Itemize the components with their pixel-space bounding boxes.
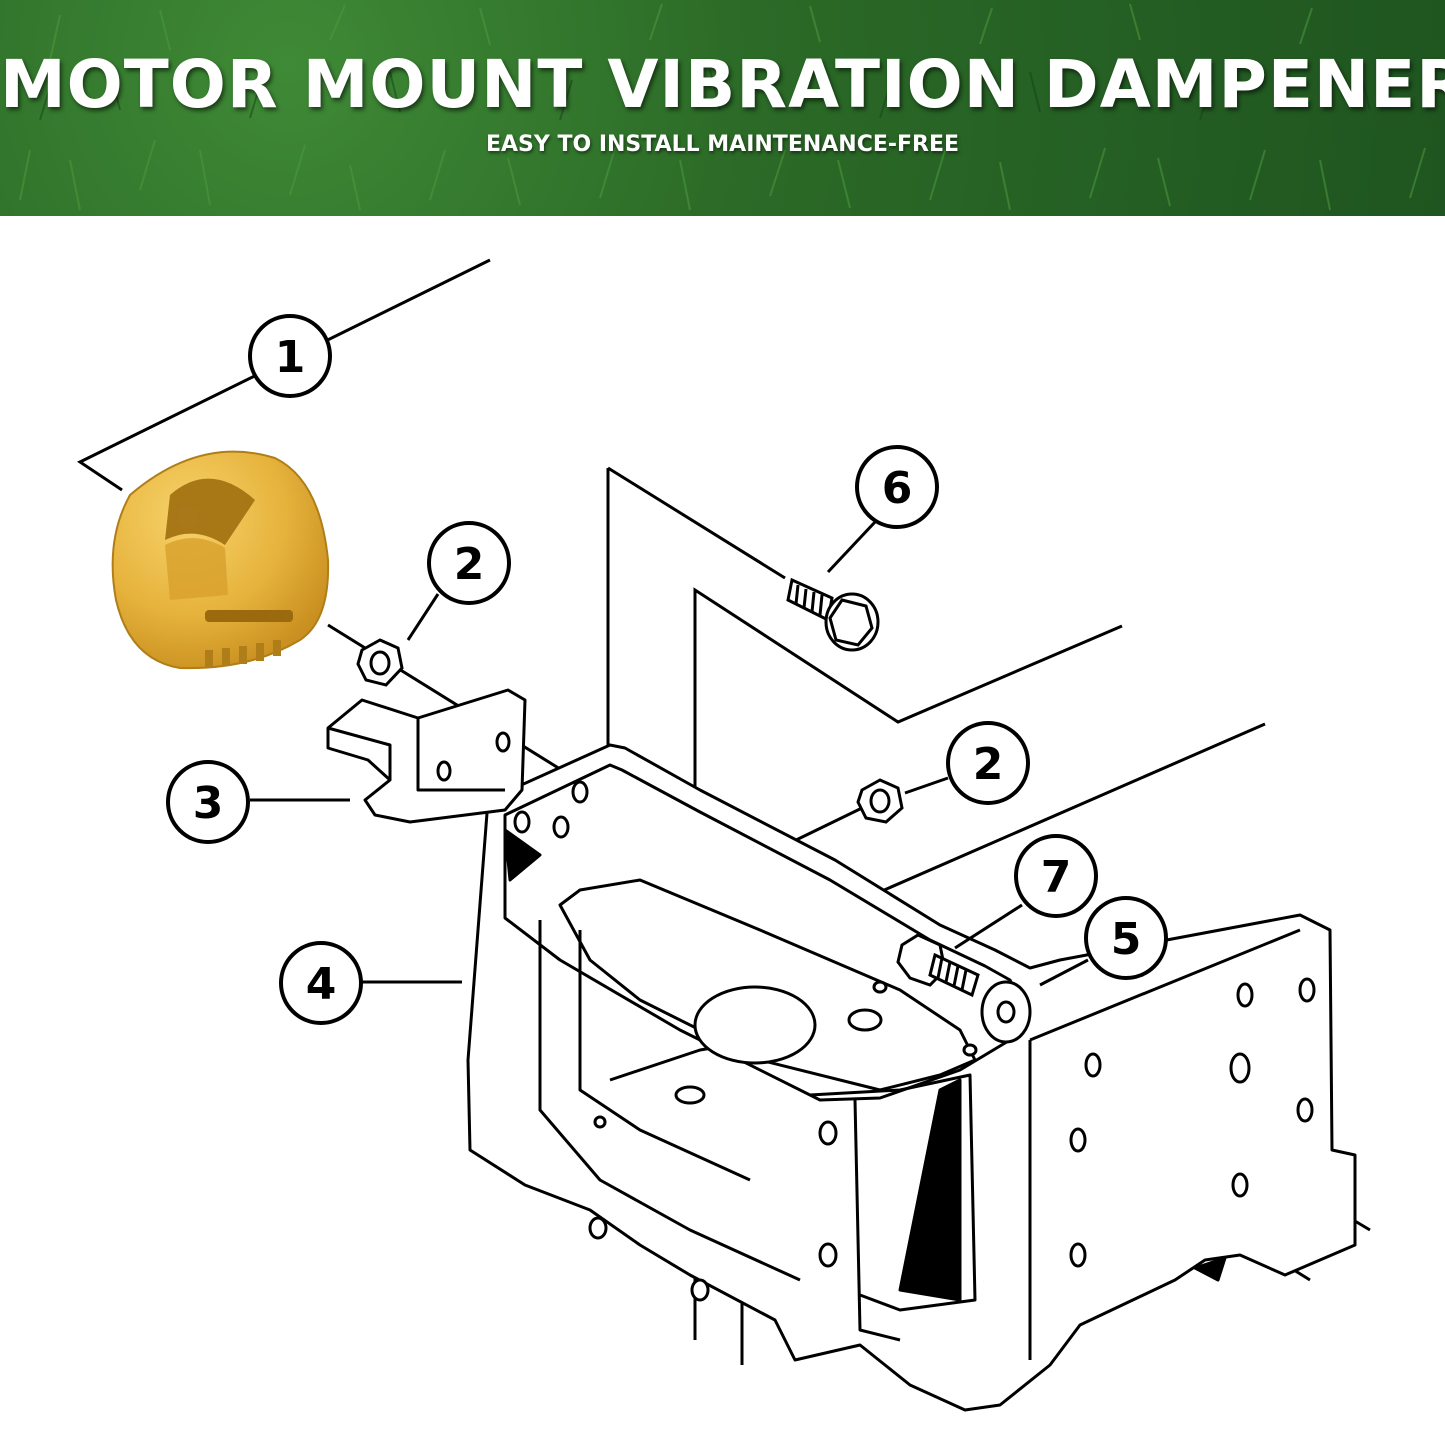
callout-3: 3 bbox=[166, 760, 250, 844]
dampener-hole bbox=[165, 478, 255, 545]
frame-shadow-2 bbox=[503, 828, 542, 882]
dampener-inner-wall bbox=[165, 538, 228, 600]
page-subtitle: EASY TO INSTALL MAINTENANCE-FREE bbox=[485, 132, 960, 157]
callout-leaders bbox=[250, 520, 1089, 987]
callout-2-upper: 2 bbox=[427, 521, 511, 605]
nut-lower bbox=[856, 778, 904, 824]
bracket-hole-2 bbox=[495, 731, 511, 753]
frame-inner-well bbox=[558, 878, 977, 1092]
dampener-slot bbox=[205, 610, 293, 622]
callout-1: 1 bbox=[248, 314, 332, 398]
guide-to-bolt-6 bbox=[607, 466, 786, 580]
svg-text:2: 2 bbox=[454, 539, 485, 590]
flange-bolt-hex bbox=[828, 598, 874, 647]
svg-text:3: 3 bbox=[193, 778, 224, 829]
svg-text:5: 5 bbox=[1111, 914, 1142, 965]
bracket-outline bbox=[326, 688, 527, 824]
flange-bolt-thread bbox=[786, 577, 834, 623]
grass-texture bbox=[19, 3, 1426, 211]
callout-7: 7 bbox=[1014, 834, 1098, 918]
flange-bolt bbox=[786, 577, 880, 652]
washer-part bbox=[980, 980, 1032, 1044]
dampener-part bbox=[111, 450, 330, 670]
frame-holes bbox=[513, 780, 1316, 1302]
washer-inner bbox=[996, 1000, 1016, 1024]
callout-2-lower: 2 bbox=[946, 721, 1030, 805]
dampener-teeth bbox=[205, 640, 281, 668]
frame-center-hole bbox=[693, 985, 817, 1065]
bolt-part bbox=[896, 933, 980, 998]
callout-6: 6 bbox=[855, 445, 939, 529]
bracket-hole-1 bbox=[436, 760, 452, 782]
frame-front-recess bbox=[809, 1073, 977, 1312]
callout-5: 5 bbox=[1084, 896, 1168, 980]
callout-4: 4 bbox=[279, 941, 363, 1025]
nut-upper bbox=[356, 638, 404, 687]
svg-text:6: 6 bbox=[882, 463, 913, 514]
bracket bbox=[326, 688, 527, 824]
svg-text:4: 4 bbox=[306, 959, 337, 1010]
frame-inner-rim-2 bbox=[578, 930, 751, 1182]
frame-outline bbox=[466, 743, 1357, 1412]
frame-shadow-3 bbox=[1193, 1256, 1227, 1282]
frame-front-edge bbox=[853, 1099, 901, 1342]
frame-side-wall bbox=[1028, 928, 1301, 1360]
frame-inner-rim bbox=[538, 920, 801, 1282]
frame-shadow-1 bbox=[898, 1078, 962, 1302]
guide-to-nut-lower bbox=[791, 806, 863, 844]
grass-banner: MOTOR MOUNT VIBRATION DAMPENER EASY TO I… bbox=[0, 0, 1445, 216]
leader-line-dampener bbox=[77, 258, 491, 492]
page-title: MOTOR MOUNT VIBRATION DAMPENER bbox=[0, 46, 1445, 123]
svg-text:2: 2 bbox=[973, 739, 1004, 790]
svg-text:1: 1 bbox=[275, 332, 306, 383]
svg-text:7: 7 bbox=[1041, 852, 1072, 903]
motor-mount-frame bbox=[466, 743, 1357, 1412]
